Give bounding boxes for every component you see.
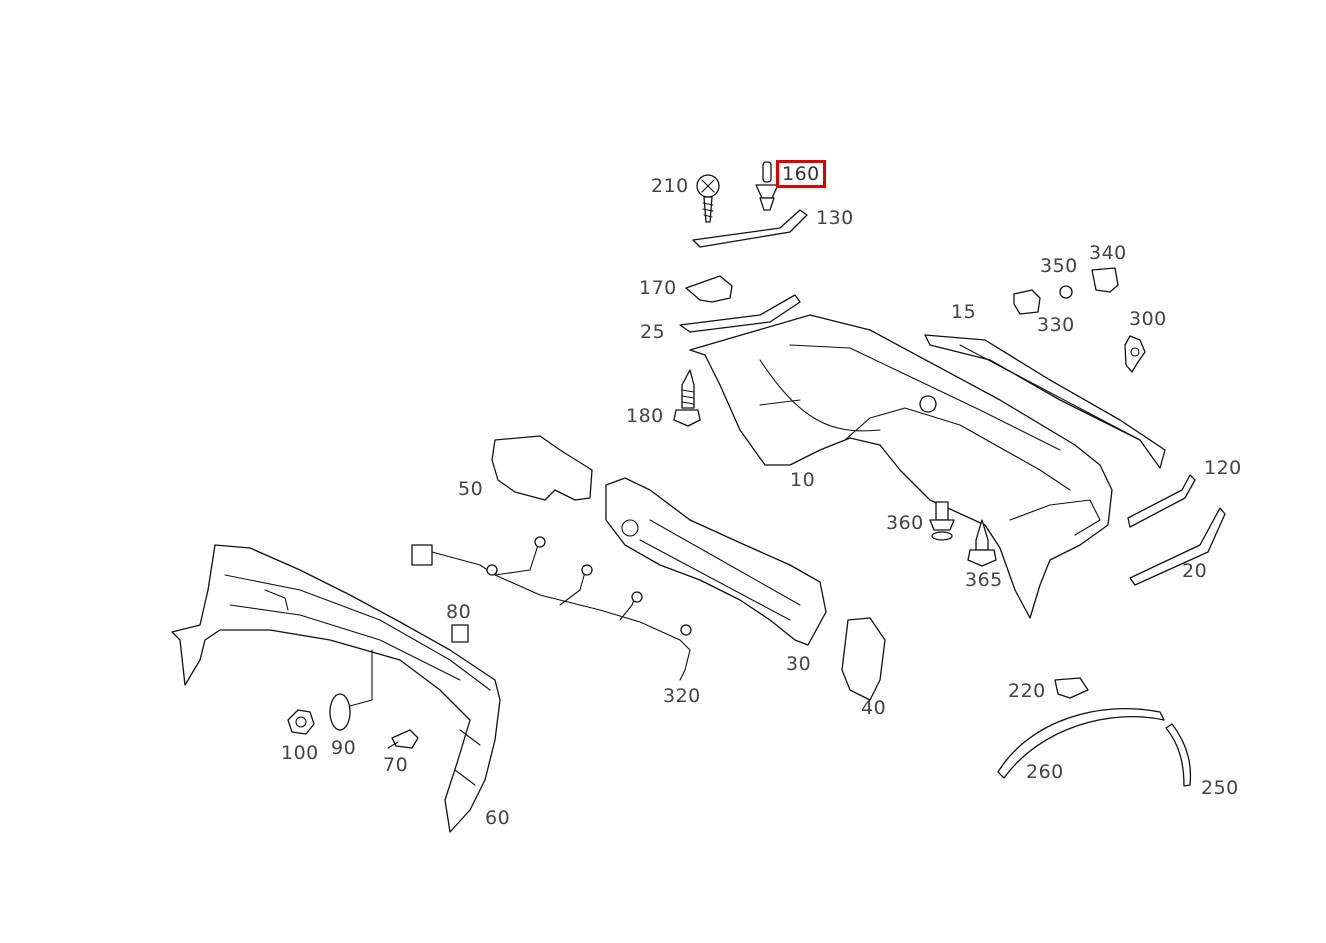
- callout-170[interactable]: 170: [639, 277, 677, 299]
- carrier-60[interactable]: [171, 544, 501, 833]
- bracket-330[interactable]: [1013, 289, 1041, 315]
- callout-350[interactable]: 350: [1040, 255, 1078, 277]
- wiring-harness-320[interactable]: [411, 536, 692, 681]
- callout-180[interactable]: 180: [626, 405, 664, 427]
- bracket-50[interactable]: [491, 435, 593, 501]
- callout-250[interactable]: 250: [1201, 777, 1239, 799]
- trim-250[interactable]: [1165, 723, 1192, 787]
- callout-70[interactable]: 70: [383, 754, 409, 776]
- clip-160[interactable]: [755, 161, 779, 211]
- bracket-340[interactable]: [1091, 267, 1119, 293]
- bracket-40[interactable]: [841, 617, 886, 701]
- energy-absorber-30[interactable]: [605, 477, 827, 646]
- callout-160-highlighted[interactable]: 160: [776, 160, 826, 188]
- callout-220[interactable]: 220: [1008, 680, 1046, 702]
- callout-100[interactable]: 100: [281, 742, 319, 764]
- callout-365[interactable]: 365: [965, 569, 1003, 591]
- strip-120[interactable]: [1127, 474, 1196, 528]
- clip-nut-170[interactable]: [685, 275, 733, 303]
- seal-strip-25[interactable]: [679, 294, 801, 333]
- callout-130[interactable]: 130: [816, 207, 854, 229]
- clip-360[interactable]: [929, 501, 955, 541]
- clip-350[interactable]: [1059, 285, 1073, 299]
- callout-90[interactable]: 90: [331, 737, 357, 759]
- callout-340[interactable]: 340: [1089, 242, 1127, 264]
- callout-40[interactable]: 40: [861, 697, 887, 719]
- callout-50[interactable]: 50: [458, 478, 484, 500]
- clip-80[interactable]: [451, 624, 469, 643]
- callout-30[interactable]: 30: [786, 653, 812, 675]
- holder-300[interactable]: [1124, 335, 1146, 373]
- clip-nut-220[interactable]: [1054, 677, 1089, 699]
- trim-strip-15[interactable]: [924, 334, 1166, 469]
- bumper-cover-10[interactable]: [689, 314, 1113, 619]
- callout-25[interactable]: 25: [640, 321, 666, 343]
- nut-100[interactable]: [287, 709, 315, 735]
- washer-90[interactable]: [329, 649, 373, 731]
- callout-320[interactable]: 320: [663, 685, 701, 707]
- callout-300[interactable]: 300: [1129, 308, 1167, 330]
- callout-210[interactable]: 210: [651, 175, 689, 197]
- callout-260[interactable]: 260: [1026, 761, 1064, 783]
- callout-360[interactable]: 360: [886, 512, 924, 534]
- callout-330[interactable]: 330: [1037, 314, 1075, 336]
- callout-10[interactable]: 10: [790, 469, 816, 491]
- callout-15[interactable]: 15: [951, 301, 977, 323]
- callout-20[interactable]: 20: [1182, 560, 1208, 582]
- bolt-365[interactable]: [967, 519, 997, 567]
- callout-60[interactable]: 60: [485, 807, 511, 829]
- seal-strip-130[interactable]: [692, 209, 808, 248]
- strip-20[interactable]: [1129, 507, 1226, 586]
- callout-80[interactable]: 80: [446, 601, 472, 623]
- screw-210[interactable]: [696, 174, 720, 223]
- callout-120[interactable]: 120: [1204, 457, 1242, 479]
- wheel-arch-260[interactable]: [997, 708, 1165, 779]
- bolt-180[interactable]: [673, 369, 701, 427]
- bolt-70[interactable]: [387, 729, 419, 749]
